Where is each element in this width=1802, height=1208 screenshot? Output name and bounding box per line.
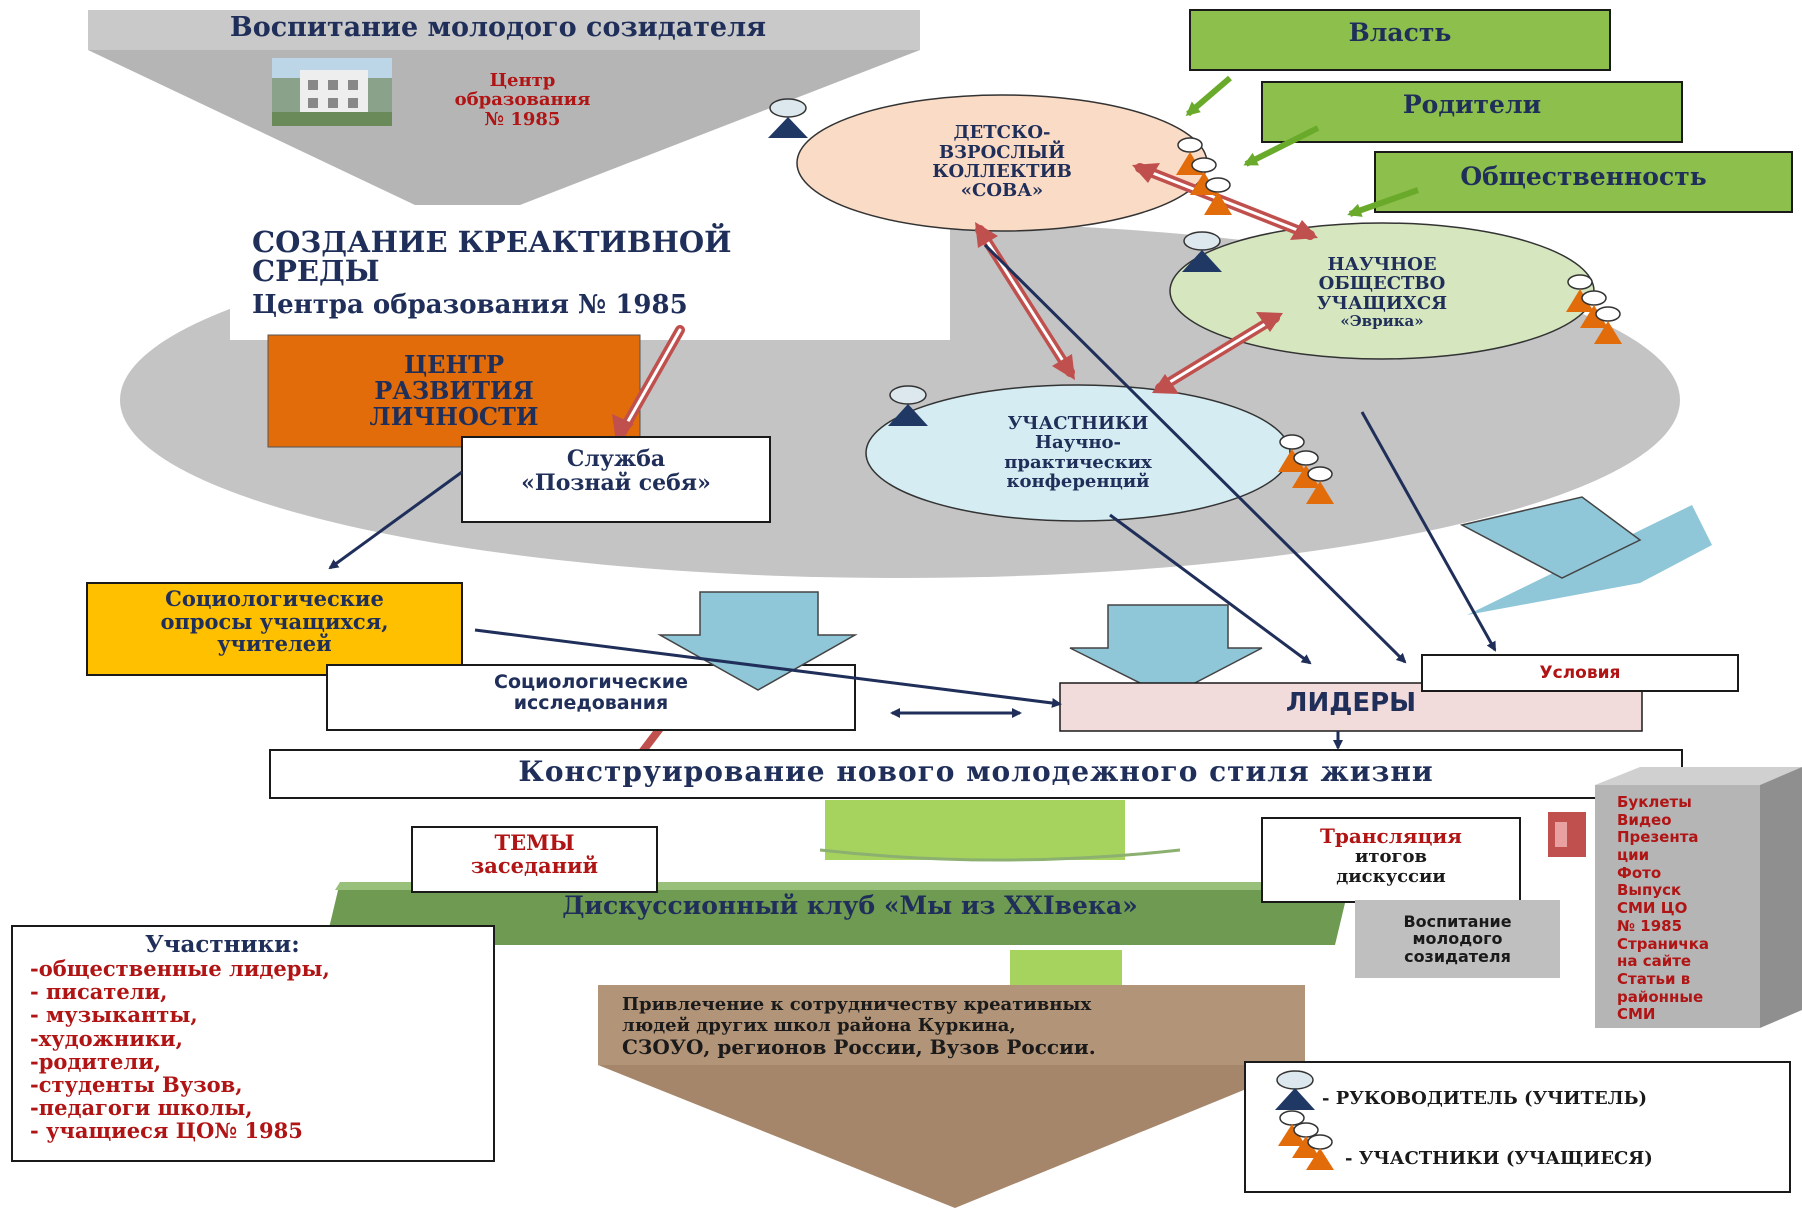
green-arrow-2 xyxy=(1243,125,1320,167)
club-bar xyxy=(325,882,1350,945)
students-icon-group xyxy=(1176,137,1232,215)
club-label: Дискуссионный клуб «Мы из ХХIвека» xyxy=(562,890,1138,920)
media-box-front xyxy=(1595,785,1760,1028)
students-icon-group xyxy=(1566,274,1622,344)
attract-text: Привлечение к сотрудничеству креативных … xyxy=(622,994,1096,1060)
students-icon-group xyxy=(1278,434,1334,504)
research-label: Социологические исследования xyxy=(494,671,688,714)
conditions-box xyxy=(1421,654,1739,692)
creative-title: СОЗДАНИЕ КРЕАКТИВНОЙ СРЕДЫ Центра образо… xyxy=(252,225,732,320)
creative-box xyxy=(230,215,950,340)
service-label: Служба «Познай себя» xyxy=(521,446,711,496)
blue-block-arrow-3-head xyxy=(1459,496,1642,579)
leader-icon xyxy=(1182,231,1222,272)
surveys-box xyxy=(86,582,463,676)
participants-list: Участники: -общественные лидеры, - писат… xyxy=(30,931,330,1143)
legend-participants-label: - УЧАСТНИКИ (УЧАЩИЕСЯ) xyxy=(1345,1148,1653,1169)
box-vlast xyxy=(1189,9,1611,71)
evrika-label: НАУЧНОЕ ОБЩЕСТВО УЧАЩИХСЯ «Эврика» xyxy=(1316,253,1448,331)
legend-box xyxy=(1244,1061,1791,1193)
club-curve xyxy=(819,848,1181,862)
obshchestvennost-label: Общественность xyxy=(1460,161,1707,191)
green-connector-2 xyxy=(1010,950,1122,988)
conf-label: УЧАСТНИКИ Научно- практических конференц… xyxy=(1004,412,1152,492)
upbringing-box xyxy=(1355,900,1560,978)
box-obshchestvennost xyxy=(1374,151,1793,213)
box-roditeli xyxy=(1261,81,1683,143)
sova-label: ДЕТСКО- ВЗРОСЛЫЙ КОЛЛЕКТИВ «СОВА» xyxy=(932,122,1072,202)
media-box-top xyxy=(1595,767,1802,785)
blue-block-arrow-1 xyxy=(657,591,858,691)
red-arrow-heads xyxy=(612,163,1318,442)
green-connector-1 xyxy=(825,800,1125,860)
construct-label: Конструирование нового молодежного стиля… xyxy=(518,754,1434,788)
legend-students-icon xyxy=(1278,1110,1334,1170)
center-name-label: Центр образования № 1985 xyxy=(454,69,591,130)
legend-leader-label: - РУКОВОДИТЕЛЬ (УЧИТЕЛЬ) xyxy=(1322,1088,1647,1109)
navy-connectors xyxy=(328,243,1497,750)
leaders-label: ЛИДЕРЫ xyxy=(1285,687,1417,718)
construct-box xyxy=(269,749,1683,799)
green-arrow-3 xyxy=(1347,187,1419,217)
media-list: Буклеты Видео Презента ции Фото Выпуск С… xyxy=(1617,793,1710,1024)
center-dev-box xyxy=(267,334,641,448)
center-dev-label: ЦЕНТР РАЗВИТИЯ ЛИЧНОСТИ xyxy=(369,350,539,431)
legend-leader-icon xyxy=(1275,1070,1315,1110)
surveys-label: Социологические опросы учащихся, учителе… xyxy=(160,585,389,657)
red-arrows xyxy=(617,163,1315,764)
media-connector-inner xyxy=(1555,822,1567,847)
blue-block-arrow-2 xyxy=(1069,604,1263,698)
leader-icon xyxy=(768,98,808,138)
bottom-funnel-band xyxy=(598,985,1305,1065)
upbringing-label: Воспитание молодого созидателя xyxy=(1403,912,1512,966)
vlast-label: Власть xyxy=(1348,18,1452,47)
translation-label: Трансляция итогов дискуссии xyxy=(1320,823,1462,887)
topics-box xyxy=(411,826,658,893)
participants-box xyxy=(11,925,495,1162)
top-title: Воспитание молодого созидателя xyxy=(229,12,767,43)
roditeli-label: Родители xyxy=(1402,90,1542,119)
school-building-image xyxy=(272,58,392,126)
topics-label: ТЕМЫ заседаний xyxy=(470,830,599,878)
leader-icon xyxy=(888,385,928,426)
media-box-side xyxy=(1760,767,1802,1028)
conditions-label: Условия xyxy=(1539,662,1621,683)
top-funnel-band xyxy=(88,10,920,50)
translation-box xyxy=(1261,817,1521,903)
service-box xyxy=(461,436,771,523)
green-arrow-1 xyxy=(1185,75,1232,117)
